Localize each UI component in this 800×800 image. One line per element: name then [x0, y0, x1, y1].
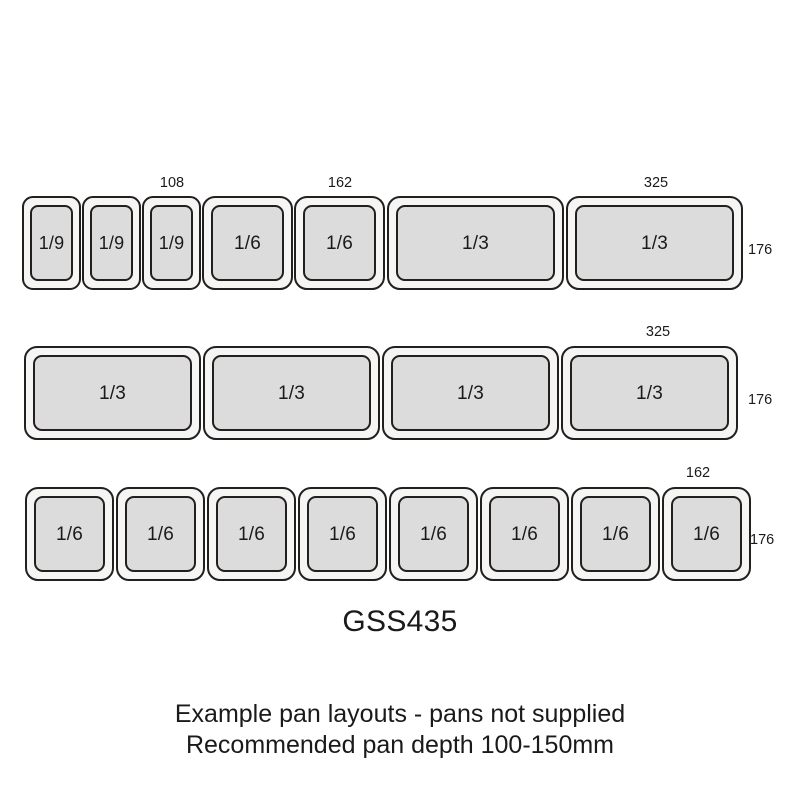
pan-1-3[interactable]: 1/3: [387, 196, 564, 290]
dimension-width-325: 325: [643, 175, 669, 191]
dimension-height-176: 176: [748, 242, 773, 258]
pan-row-1: 1/9 1/9 1/9 1/6 1/6 1/3: [22, 196, 743, 290]
pan-size-label: 1/9: [38, 233, 65, 253]
pan-well: 1/9: [150, 205, 193, 281]
pan-size-label: 1/3: [461, 232, 489, 254]
pan-size-label: 1/6: [237, 523, 265, 545]
pan-size-label: 1/6: [233, 232, 261, 254]
pan-well: 1/6: [489, 496, 560, 572]
pan-well: 1/6: [303, 205, 376, 281]
dimension-height-176: 176: [748, 392, 773, 408]
pan-1-6[interactable]: 1/6: [571, 487, 660, 581]
pan-well: 1/6: [398, 496, 469, 572]
pan-well: 1/3: [33, 355, 192, 431]
pan-size-label: 1/3: [277, 382, 305, 404]
pan-1-3[interactable]: 1/3: [24, 346, 201, 440]
pan-row-3: 1/6 1/6 1/6 1/6 1/6 1/6: [25, 487, 751, 581]
pan-size-label: 1/6: [692, 523, 720, 545]
pan-size-label: 1/9: [98, 233, 125, 253]
pan-1-3[interactable]: 1/3: [561, 346, 738, 440]
pan-well: 1/3: [212, 355, 371, 431]
note-line-1: Example pan layouts - pans not supplied: [174, 700, 626, 728]
pan-1-9[interactable]: 1/9: [82, 196, 141, 290]
pan-size-label: 1/3: [456, 382, 484, 404]
pan-size-label: 1/6: [325, 232, 353, 254]
dimension-width-162: 162: [685, 465, 711, 481]
pan-1-6[interactable]: 1/6: [389, 487, 478, 581]
pan-well: 1/3: [575, 205, 734, 281]
pan-size-label: 1/6: [146, 523, 174, 545]
pan-size-label: 1/6: [328, 523, 356, 545]
note-line-2: Recommended pan depth 100-150mm: [185, 731, 615, 759]
pan-1-6[interactable]: 1/6: [298, 487, 387, 581]
pan-well: 1/3: [396, 205, 555, 281]
pan-1-3[interactable]: 1/3: [382, 346, 559, 440]
pan-size-label: 1/6: [601, 523, 629, 545]
pan-1-6[interactable]: 1/6: [25, 487, 114, 581]
pan-1-6[interactable]: 1/6: [662, 487, 751, 581]
pan-size-label: 1/3: [635, 382, 663, 404]
pan-well: 1/3: [391, 355, 550, 431]
dimension-height-176: 176: [750, 532, 775, 548]
pan-size-label: 1/6: [510, 523, 538, 545]
model-number-caption: GSS435: [342, 605, 458, 638]
dimension-width-162: 162: [327, 175, 353, 191]
pan-well: 1/6: [34, 496, 105, 572]
pan-1-9[interactable]: 1/9: [22, 196, 81, 290]
pan-size-label: 1/6: [419, 523, 447, 545]
pan-size-label: 1/3: [98, 382, 126, 404]
pan-size-label: 1/9: [158, 233, 185, 253]
pan-1-6[interactable]: 1/6: [116, 487, 205, 581]
dimension-width-108: 108: [159, 175, 185, 191]
pan-well: 1/6: [125, 496, 196, 572]
pan-well: 1/6: [307, 496, 378, 572]
pan-well: 1/9: [90, 205, 133, 281]
pan-1-6[interactable]: 1/6: [202, 196, 293, 290]
pan-1-6[interactable]: 1/6: [480, 487, 569, 581]
pan-well: 1/6: [671, 496, 742, 572]
pan-well: 1/6: [216, 496, 287, 572]
pan-1-6[interactable]: 1/6: [207, 487, 296, 581]
pan-1-9[interactable]: 1/9: [142, 196, 201, 290]
pan-1-3[interactable]: 1/3: [203, 346, 380, 440]
pan-size-label: 1/6: [55, 523, 83, 545]
pan-1-3[interactable]: 1/3: [566, 196, 743, 290]
pan-well: 1/3: [570, 355, 729, 431]
pan-size-label: 1/3: [640, 232, 668, 254]
pan-well: 1/6: [580, 496, 651, 572]
pan-well: 1/9: [30, 205, 73, 281]
pan-row-2: 1/3 1/3 1/3 1/3: [24, 346, 738, 440]
dimension-width-325: 325: [645, 324, 671, 340]
pan-1-6[interactable]: 1/6: [294, 196, 385, 290]
pan-well: 1/6: [211, 205, 284, 281]
